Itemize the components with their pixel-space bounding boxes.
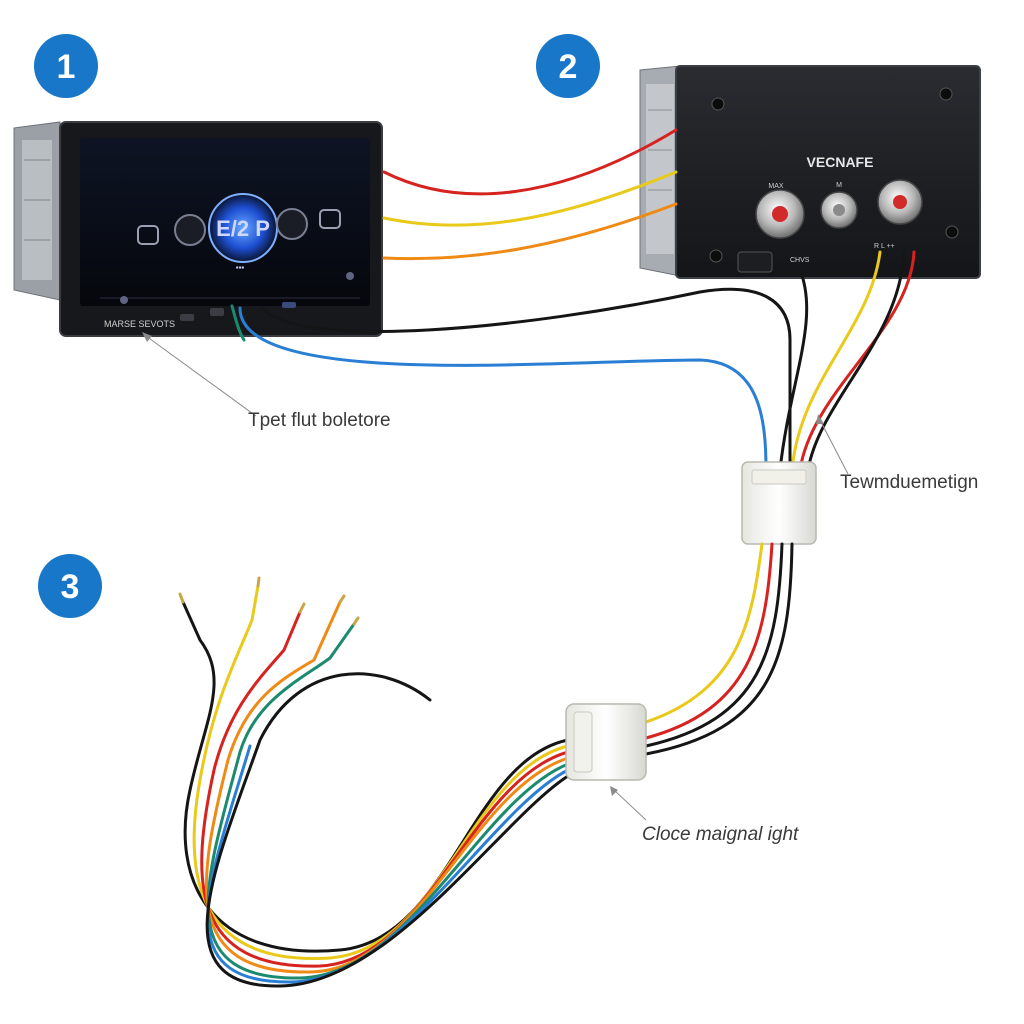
wire-tips [178, 576, 360, 626]
wire-orange [205, 600, 570, 974]
wire-black [181, 600, 570, 953]
label-pigtail-connector: Cloce maignal ight [642, 824, 799, 845]
knob-label-left: MAX [768, 183, 784, 190]
svg-text:2: 2 [559, 48, 578, 86]
wire-black [205, 672, 570, 988]
callout-line-harness [819, 419, 849, 475]
label-harness-connector: Tewmduemetign [840, 472, 978, 493]
step-badge-2: 2 [536, 34, 600, 98]
wire-green [230, 304, 246, 342]
amplifier: VECNAFE MAX M CHVS R L ++ [639, 65, 981, 279]
svg-text:1: 1 [57, 48, 76, 86]
wire-yellow [644, 542, 764, 724]
wire-black [778, 268, 809, 472]
label-head-unit: Tpet flut boletore [248, 410, 391, 431]
step-badge-1: 1 [34, 34, 98, 98]
bezel-text: MARSE SEVOTS [104, 319, 175, 329]
amplifier-input-plug[interactable] [737, 251, 773, 273]
wire-yellow [192, 584, 570, 960]
wire-yellow [382, 170, 678, 227]
step-badge-3: 3 [38, 554, 102, 618]
wire-red [644, 542, 774, 740]
callout-line-head-unit [145, 335, 257, 417]
screen-app-icon[interactable] [137, 225, 159, 245]
callout-lines [142, 332, 849, 821]
bezel-button[interactable] [180, 314, 194, 321]
rca-wire-bundle [382, 128, 678, 261]
rca-label: R L ++ [874, 243, 895, 250]
connector-link-wires [644, 542, 794, 756]
pigtail-wire-loop [181, 584, 570, 988]
wire-red [382, 128, 678, 196]
screen-app-icon[interactable] [319, 209, 341, 229]
screen-app-icon[interactable] [174, 214, 206, 246]
bezel-button[interactable] [282, 302, 296, 308]
wire-yellow [790, 250, 882, 472]
amplifier-harness-wires [778, 250, 916, 472]
gain-knob-left[interactable] [755, 189, 805, 239]
wire-red [798, 250, 916, 472]
bezel-button[interactable] [210, 308, 224, 316]
wire-blue [206, 744, 570, 984]
screw-icon [709, 249, 723, 263]
svg-text:3: 3 [61, 568, 80, 606]
head-unit: E/2 P ▪▪▪ MARSE SEVOTS [13, 121, 383, 337]
wire-black [260, 287, 792, 472]
port-label: CHVS [790, 257, 810, 264]
svg-text:▪▪▪: ▪▪▪ [236, 263, 245, 272]
screen-logo: E/2 P [216, 216, 270, 241]
amplifier-faceplate [675, 65, 981, 279]
amplifier-brand: VECNAFE [807, 154, 874, 170]
wire-black [806, 250, 906, 472]
screw-icon [945, 225, 959, 239]
head-unit-harness-wires [230, 287, 792, 472]
wire-black [644, 542, 784, 748]
adjust-knob-mid[interactable] [820, 191, 858, 229]
knob-label-mid: M [836, 182, 842, 189]
screen-app-icon[interactable] [276, 208, 308, 240]
screw-icon [939, 87, 953, 101]
wire-blue [238, 306, 768, 472]
pigtail-connector[interactable] [565, 703, 647, 781]
wire-red [200, 610, 570, 968]
callout-line-pigtail [613, 789, 647, 821]
wire-orange [382, 202, 678, 261]
gain-knob-right[interactable] [877, 179, 923, 225]
wire-green [206, 622, 570, 980]
harness-connector[interactable] [741, 461, 817, 545]
wire-black [644, 542, 794, 756]
screw-icon [711, 97, 725, 111]
